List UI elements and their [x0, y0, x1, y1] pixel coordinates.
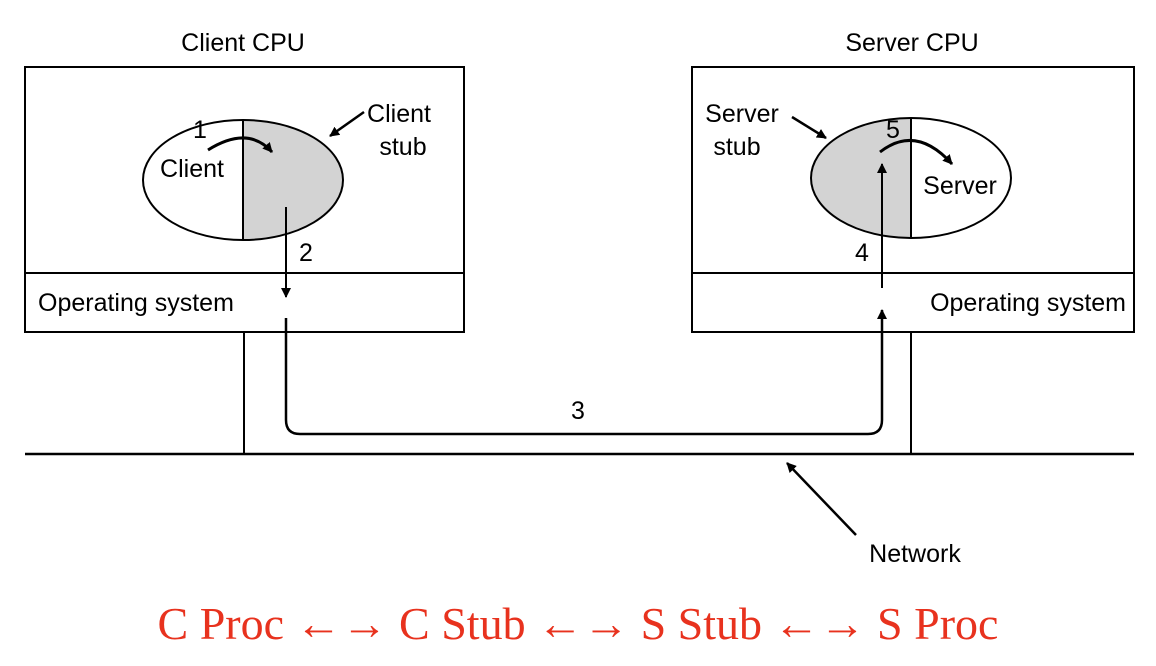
client-os-label: Operating system [38, 289, 234, 317]
step-1-arrow [207, 136, 274, 154]
client-machine: Client Client stub Operating system [24, 66, 465, 454]
client-stub-label: Client [367, 100, 431, 128]
server-cpu-label: Server CPU [845, 29, 978, 57]
server-os-label: Operating system [930, 289, 1126, 317]
server-cpu-box [691, 66, 1135, 333]
network-label: Network [869, 540, 961, 568]
caption-flow: C Proc ←→ C Stub ←→ S Stub ←→ S Proc [157, 598, 999, 649]
server-stub-label: Server [705, 100, 779, 128]
server-machine: Server Server stub Operating system [691, 66, 1135, 454]
step-5-label: 5 [886, 116, 900, 144]
step-4-label: 4 [855, 239, 869, 267]
network-pointer-arrow [786, 462, 857, 536]
server-stub-label-line2: stub [713, 133, 760, 161]
step-2-label: 2 [299, 239, 313, 267]
client-stub-half [243, 120, 343, 240]
client-stub-label-line2: stub [379, 133, 426, 161]
step-5-arrow [879, 138, 954, 166]
step-3-label: 3 [571, 397, 585, 425]
client-cpu-label: Client CPU [181, 29, 305, 57]
step-1-label: 1 [193, 116, 207, 144]
client-process-label: Client [160, 155, 224, 183]
client-stub-pointer-arrow [329, 110, 365, 138]
server-process-label: Server [923, 172, 997, 200]
step-3-path [284, 309, 887, 436]
server-stub-pointer-arrow [791, 115, 827, 140]
